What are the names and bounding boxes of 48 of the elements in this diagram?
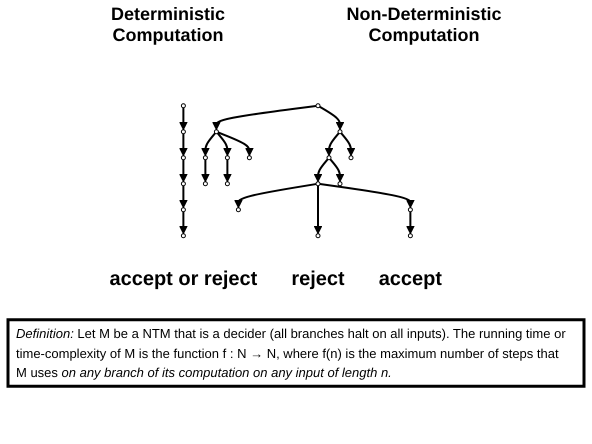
node-label: accept or reject — [109, 268, 258, 290]
node-label: accept — [378, 268, 442, 290]
arrow — [178, 186, 188, 208]
node-circle — [180, 233, 186, 238]
node-circle — [236, 207, 241, 212]
node-circle — [408, 233, 413, 238]
arrow — [212, 105, 316, 130]
arrow — [218, 132, 254, 156]
node-circle — [180, 181, 186, 186]
arrow — [314, 186, 322, 234]
node-circle — [316, 181, 320, 186]
column-heading: Deterministic Computation — [110, 4, 226, 47]
node-circle — [326, 155, 332, 160]
node-circle — [246, 155, 252, 160]
node-circle — [316, 233, 320, 238]
arrow — [178, 108, 188, 130]
arrow — [406, 212, 415, 234]
arrow — [178, 212, 188, 234]
arrow — [216, 132, 232, 156]
arrow — [178, 134, 188, 156]
node-circle — [224, 181, 230, 186]
node-circle — [180, 207, 186, 212]
node-circle — [338, 129, 342, 134]
node-circle — [180, 155, 186, 160]
node-circle — [224, 155, 230, 160]
node-circle — [202, 155, 208, 160]
node-box: Definition: Let M be a NTM that is a decider (all branches halt on all inputs). The running time or time-complexity of M is the function f : N → N, where f(n) is the maximum number of steps that M uses on any branch of its computation on any input of length n. — [6, 318, 586, 388]
arrow — [200, 160, 210, 182]
arrow — [320, 183, 415, 208]
arrow — [330, 158, 344, 182]
node-circle — [214, 129, 219, 134]
node-circle — [408, 207, 413, 212]
node-circle — [338, 181, 342, 186]
arrow — [200, 132, 216, 156]
arrow — [314, 158, 328, 182]
node-circle — [180, 103, 186, 108]
node-circle — [180, 129, 186, 134]
node-circle — [348, 155, 354, 160]
node-circle — [202, 181, 208, 186]
node-circle — [316, 103, 320, 108]
arrow — [319, 106, 344, 130]
arrow — [178, 160, 188, 182]
arrow — [222, 160, 232, 182]
column-heading: Non-Deterministic Computation — [345, 4, 503, 47]
node-label: reject — [291, 268, 345, 290]
arrow — [234, 183, 316, 208]
arrow — [340, 132, 356, 156]
arrow — [324, 132, 340, 156]
